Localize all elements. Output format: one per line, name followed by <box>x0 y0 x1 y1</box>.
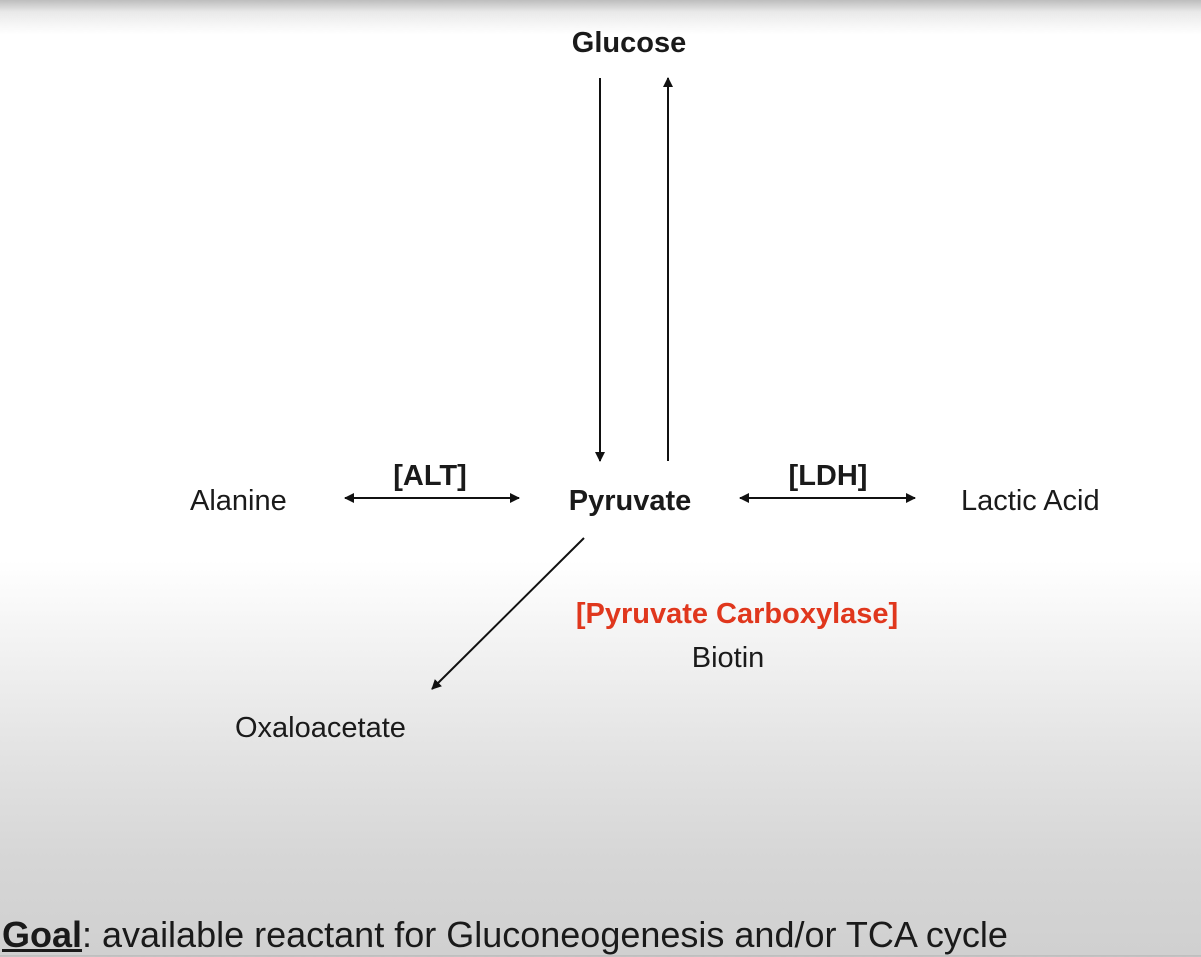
cofactor-biotin-label: Biotin <box>691 642 765 674</box>
enzyme-pyruvate-carboxylase-label: [Pyruvate Carboxylase] <box>575 598 899 630</box>
node-alanine: Alanine <box>190 485 287 517</box>
pyruvate-to-oxaloacetate-arrow <box>431 537 585 690</box>
goal-label: Goal <box>2 914 83 955</box>
node-oxaloacetate: Oxaloacetate <box>235 712 406 744</box>
goal-text: : available reactant for Gluconeogenesis… <box>82 914 1008 955</box>
goal-statement: Goal: available reactant for Gluconeogen… <box>2 913 1008 957</box>
enzyme-alt-label: [ALT] <box>393 460 467 492</box>
node-pyruvate: Pyruvate <box>568 485 692 517</box>
enzyme-ldh-label: [LDH] <box>788 460 868 492</box>
node-glucose: Glucose <box>571 27 687 59</box>
node-lactic-acid: Lactic Acid <box>961 485 1100 517</box>
